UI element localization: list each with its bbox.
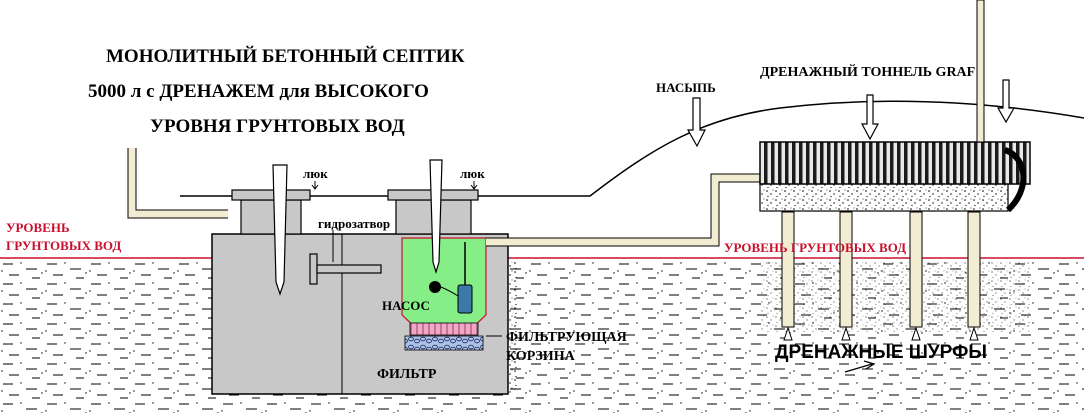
hatch-arrow-right	[470, 181, 478, 190]
inlet-pipe	[128, 148, 228, 218]
drain-shaft-1	[781, 211, 795, 328]
neck-left	[240, 199, 302, 235]
vent-riser	[976, 0, 985, 143]
drain-shaft-2	[839, 211, 853, 328]
water-seal-label: гидрозатвор	[318, 216, 390, 231]
mound-arrow	[686, 97, 706, 148]
pump-label: НАСОС	[382, 298, 430, 313]
flow-arrow	[844, 360, 876, 373]
title-line-3: УРОВНЯ ГРУНТОВЫХ ВОД	[150, 116, 405, 137]
float-switch	[429, 281, 441, 293]
shaft-arrow-3	[911, 326, 921, 341]
title-line-1: МОНОЛИТНЫЙ БЕТОННЫЙ СЕПТИК	[106, 45, 465, 67]
hatch-label-left: люк	[303, 166, 328, 181]
t-pipe	[309, 253, 318, 285]
inflow-arrow-left	[272, 164, 288, 296]
tunnel-arrow-1	[861, 94, 879, 141]
hatch-label-right: люк	[460, 166, 485, 181]
gravel-bed	[760, 262, 1030, 332]
tunnel-arrow-2	[996, 79, 1016, 124]
inflow-arrow-right	[429, 159, 443, 275]
groundwater-label-right: УРОВЕНЬ ГРУНТОВЫХ ВОД	[724, 240, 906, 255]
filter-basket	[409, 322, 479, 336]
drain-shaft-4	[967, 211, 981, 328]
shaft-arrow-2	[841, 326, 851, 341]
water-seal-pipe	[316, 264, 382, 274]
filter-basket-label-2: КОРЗИНА	[506, 349, 576, 364]
drain-shafts-label: ДРЕНАЖНЫЕ ШУРФЫ	[775, 342, 987, 363]
title-line-2: 5000 л с ДРЕНАЖЕМ для ВЫСОКОГО	[88, 81, 429, 102]
mound-label: НАСЫПЬ	[656, 80, 716, 95]
mound-outline	[470, 100, 1084, 197]
groundwater-label-left-2: ГРУНТОВЫХ ВОД	[6, 238, 121, 253]
pump	[457, 284, 473, 314]
drain-shaft-3	[909, 211, 923, 328]
groundwater-label-left-1: УРОВЕНЬ	[6, 220, 70, 235]
hatch-left	[231, 189, 311, 201]
filter-stones	[404, 335, 484, 351]
outlet-pipe	[486, 174, 760, 246]
drainage-tunnel	[759, 141, 1031, 185]
tunnel-label: ДРЕНАЖНЫЙ ТОННЕЛЬ GRAF	[760, 63, 975, 80]
shaft-arrow-1	[783, 326, 793, 341]
hatch-arrow-left	[311, 181, 319, 190]
pump-chamber	[401, 237, 487, 331]
filter-label: ФИЛЬТР	[377, 367, 437, 382]
shaft-arrow-4	[969, 326, 979, 341]
filter-basket-label-1: ФИЛЬТРУЮЩАЯ	[506, 330, 627, 345]
